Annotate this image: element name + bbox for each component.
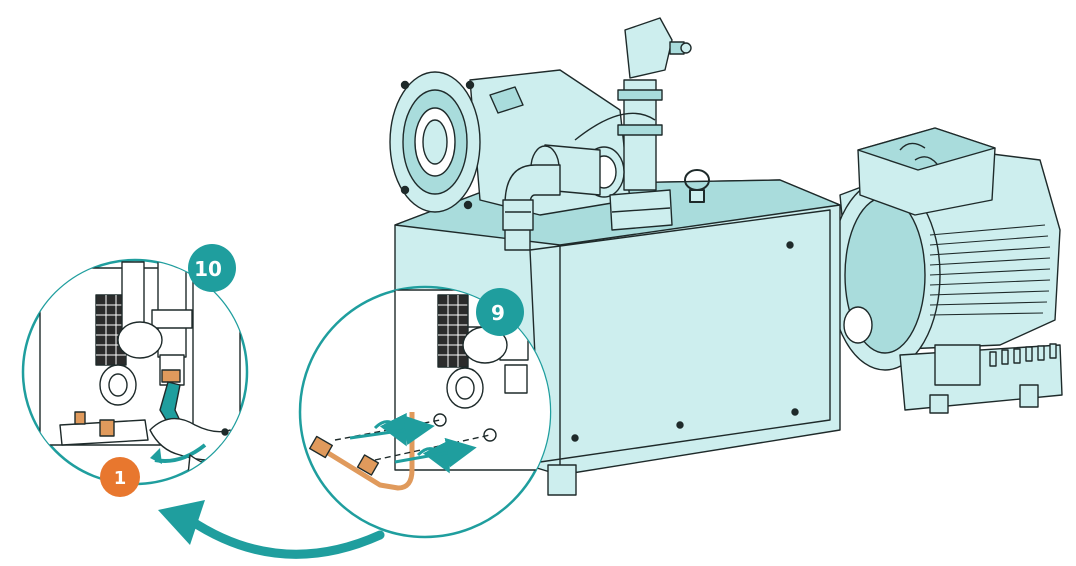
oil-sight-glass bbox=[843, 306, 873, 344]
rotation-arrow-9b bbox=[416, 439, 450, 474]
motor-cooling-fins bbox=[929, 224, 1051, 316]
gauge-knobs bbox=[989, 343, 1057, 367]
side-elbow-pipe bbox=[502, 164, 561, 251]
step-number-10: 10 bbox=[194, 257, 222, 281]
vent-grille-9 bbox=[437, 294, 469, 368]
step-badge-10 bbox=[188, 244, 236, 292]
callout-step-10: 10 1 bbox=[21, 244, 249, 497]
vacuum-pump bbox=[389, 17, 1063, 496]
transition-arrow bbox=[158, 500, 385, 559]
oil-line-tube bbox=[318, 412, 415, 491]
step-number-9: 9 bbox=[491, 301, 505, 325]
motor bbox=[829, 127, 1063, 414]
step-badge-1 bbox=[100, 457, 140, 497]
callout-step-9: 9 bbox=[298, 285, 552, 539]
exhaust-pipe bbox=[530, 17, 692, 198]
step-number-1: 1 bbox=[114, 468, 127, 489]
step-badge-9 bbox=[476, 288, 524, 336]
housing-bolts bbox=[571, 241, 799, 442]
lifting-eye bbox=[684, 169, 710, 203]
